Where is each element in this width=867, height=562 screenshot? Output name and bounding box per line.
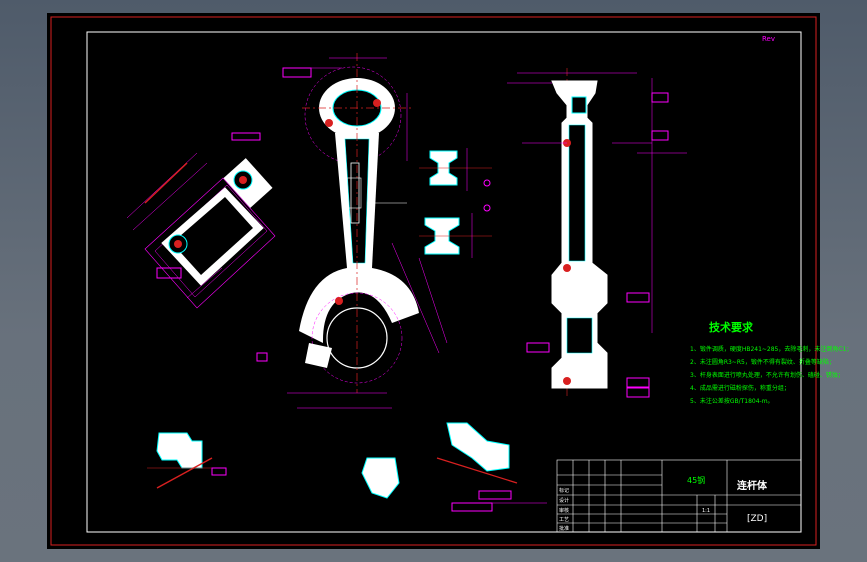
detail-views	[147, 422, 547, 512]
tech-requirement-item: 5、未注公差按GB/T1804-m。	[690, 397, 774, 405]
title-block-row-label: 批准	[559, 525, 569, 532]
title-block-scale: 1:1	[702, 508, 710, 514]
title-block-row-label: 标记	[559, 487, 569, 494]
tech-requirements-title: 技术要求	[709, 320, 754, 334]
drawing-border	[86, 31, 802, 533]
cap-inclined-view	[126, 132, 276, 309]
title-block-row-label: 审核	[559, 507, 569, 514]
tech-requirement-item: 2、未注圆角R3~R5，锻件不得有裂纹、折叠等缺陷；	[690, 358, 835, 366]
title-block-part-name: 连杆体	[737, 479, 768, 492]
rod-side-view	[507, 68, 687, 398]
tech-requirement-item: 1、锻件调质，硬度HB241~285，去除毛刺，未注倒角C1；	[690, 345, 852, 353]
rod-front-view	[256, 53, 448, 409]
sheet-tag: Rev	[762, 35, 775, 43]
tech-requirement-item: 4、成品需进行磁粉探伤，称重分组；	[690, 384, 790, 392]
cad-viewport[interactable]: Rev	[47, 13, 852, 549]
title-block-material: 45钢	[687, 475, 705, 485]
title-block-drawing-code: [ZD]	[747, 514, 767, 524]
drawing-outer-frame	[50, 16, 817, 546]
title-block-row-label: 工艺	[559, 517, 569, 523]
tech-requirement-item: 3、杆身表面进行喷丸处理，不允许有划伤、磕碰、锈蚀；	[690, 371, 844, 379]
rod-section-views	[419, 148, 492, 258]
title-block	[556, 459, 802, 533]
engineering-drawing: Rev	[50, 16, 852, 546]
title-block-row-label: 设计	[559, 497, 569, 504]
tech-requirements: 技术要求 1、锻件调质，硬度HB241~285，去除毛刺，未注倒角C1； 2、未…	[690, 320, 852, 405]
